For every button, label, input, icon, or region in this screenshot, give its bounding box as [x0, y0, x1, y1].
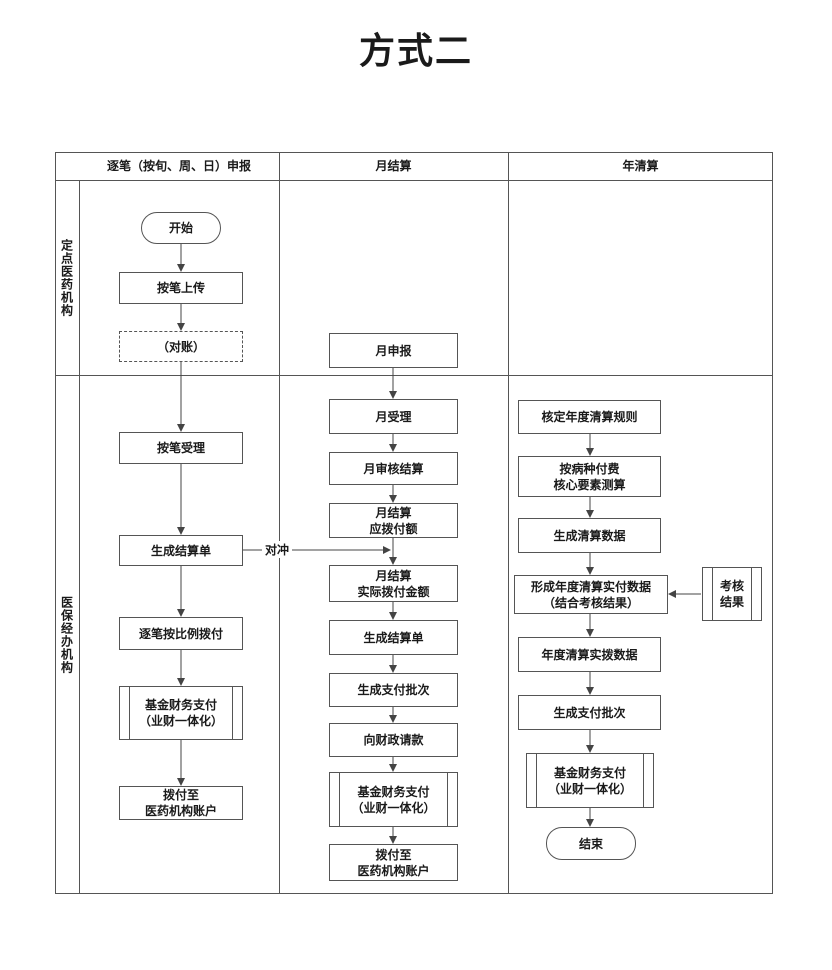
box-line: 拨付至	[162, 788, 199, 802]
column-divider	[508, 152, 509, 894]
monthly-declare-box: 月申报	[329, 333, 458, 368]
box-line: 基金财务支付	[357, 784, 430, 799]
column-divider	[279, 152, 280, 894]
generate-batch-box: 生成支付批次	[329, 673, 458, 707]
start-node: 开始	[141, 212, 221, 244]
pay-by-ratio-box: 逐笔按比例拨付	[119, 617, 243, 650]
box-line: 结果	[719, 595, 744, 609]
monthly-review-box: 月审核结算	[329, 452, 458, 485]
box-line: （结合考核结果）	[542, 595, 639, 610]
fund-payment-process-box: 基金财务支付 （业财一体化）	[329, 772, 458, 827]
generate-batch-box: 生成支付批次	[518, 695, 661, 730]
box-line: 实际拨付金额	[357, 584, 430, 599]
column-header-annual: 年清算	[622, 159, 659, 173]
payable-amount-box: 月结算 应拨付额	[329, 503, 458, 538]
actual-amount-box: 月结算 实际拨付金额	[329, 565, 458, 602]
box-line: （业财一体化）	[351, 800, 436, 815]
column-header-monthly: 月结算	[375, 159, 412, 173]
accept-by-item-box: 按笔受理	[119, 432, 243, 464]
request-finance-box: 向财政请款	[329, 723, 458, 757]
generate-clearing-data-box: 生成清算数据	[518, 518, 661, 553]
box-line: 形成年度清算实付数据	[530, 579, 651, 594]
monthly-accept-box: 月受理	[329, 399, 458, 434]
swimlane-frame	[55, 152, 773, 894]
annual-rules-box: 核定年度清算规则	[518, 400, 661, 434]
upload-by-item-box: 按笔上传	[119, 272, 243, 304]
offset-label: 对冲	[262, 541, 293, 558]
reconcile-box: （对账）	[119, 331, 243, 362]
transfer-to-account-box: 拨付至 医药机构账户	[329, 844, 458, 881]
row-header-medical-institution: 定点医药机构	[55, 180, 79, 375]
box-line: 医药机构账户	[357, 863, 430, 878]
column-header-per-item: 逐笔（按旬、周、日）申报	[106, 159, 251, 173]
generate-statement-box: 生成结算单	[329, 620, 458, 655]
disease-measure-box: 按病种付费 核心要素测算	[518, 456, 661, 497]
page-title: 方式二	[358, 30, 473, 72]
row-header-label: 定点医药机构	[59, 238, 74, 317]
box-line: 月结算	[375, 568, 412, 583]
box-line: 按病种付费	[559, 461, 620, 476]
box-line: （业财一体化）	[138, 714, 223, 728]
assessment-result-box: 考核 结果	[702, 567, 762, 621]
annual-actual-data-box: 年度清算实拨数据	[518, 637, 661, 672]
form-annual-data-box: 形成年度清算实付数据 （结合考核结果）	[514, 575, 668, 614]
header-divider	[55, 180, 773, 181]
transfer-to-account-box: 拨付至 医药机构账户	[119, 786, 243, 820]
box-line: 基金财务支付	[144, 698, 217, 712]
row-header-insurance-agency: 医保经办机构	[55, 375, 79, 894]
row-header-label: 医保经办机构	[59, 595, 74, 674]
row-divider	[55, 375, 773, 376]
box-line: 基金财务支付	[553, 765, 626, 780]
generate-statement-box: 生成结算单	[119, 535, 243, 566]
box-line: 考核	[719, 579, 744, 593]
box-line: 月结算	[375, 505, 412, 520]
box-line: 拨付至	[375, 847, 412, 862]
lane-divider	[79, 180, 80, 894]
box-line: 医药机构账户	[144, 804, 217, 818]
fund-payment-process-box: 基金财务支付 （业财一体化）	[119, 686, 243, 740]
box-line: 应拨付额	[369, 521, 418, 536]
box-line: （业财一体化）	[547, 781, 632, 796]
box-line: 核心要素测算	[553, 477, 626, 492]
end-node: 结束	[546, 827, 636, 860]
fund-payment-process-box: 基金财务支付 （业财一体化）	[526, 753, 654, 808]
